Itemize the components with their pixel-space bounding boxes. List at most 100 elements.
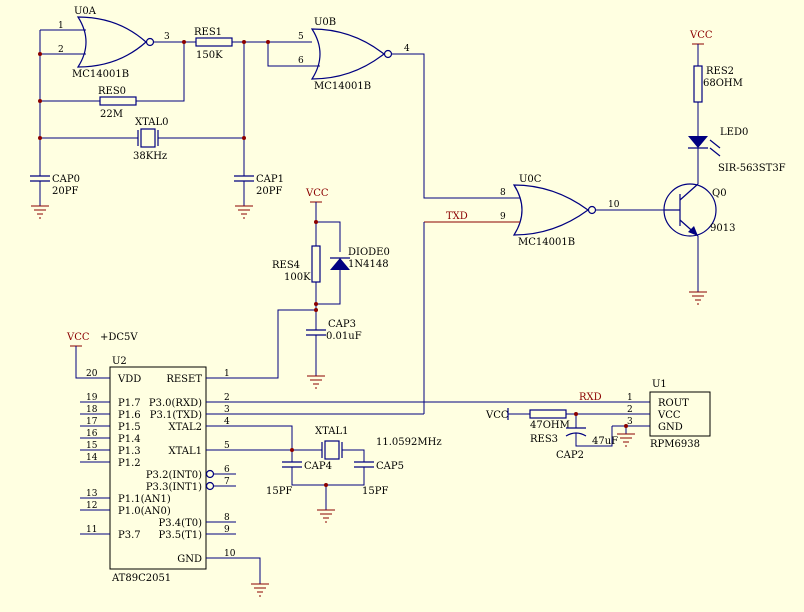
u0a-pin1: 1 [58,21,64,31]
res2-ref: RES2 [706,66,734,77]
res4-value: 100K [284,272,311,283]
ground-q0 [689,291,707,305]
u2-pin-label: VDD [117,374,141,385]
ground-cap1 [235,205,253,219]
u2-right-pins: 1RESET2P3.0(RXD)3P3.1(TXD)4XTAL25XTAL16P… [146,369,236,565]
u0c-pin9: 9 [500,212,506,222]
junction [242,136,246,140]
res0-ref: RES0 [98,86,126,97]
u2-pin-number: 6 [224,465,230,475]
capacitor-cap0 [30,175,50,206]
transistor-q0 [663,183,717,237]
u1-pin-label: VCC [657,410,681,421]
u2-pin-label: GND [177,554,202,565]
u0c-pin10: 10 [608,200,620,210]
resistor-res4 [311,245,321,283]
ground-xtal1 [317,509,335,523]
u2-pin-number: 3 [224,405,230,415]
vcc-led-label: VCC [689,30,713,41]
cap2-ref: CAP2 [556,450,584,461]
u0c-part: MC14001B [518,237,575,248]
crystal-xtal1 [236,440,365,462]
resistor-res3 [529,409,567,419]
u0b-pin5: 5 [298,32,304,42]
u2-part: AT89C2051 [111,573,171,584]
wire-reset [236,309,316,379]
cap1-ref: CAP1 [256,174,284,185]
junction [290,448,294,452]
xtal1-value: 11.0592MHz [376,437,442,448]
u2-pin-label: P1.2 [118,458,141,469]
ground-u1 [617,433,635,447]
cap3-ref: CAP3 [328,319,356,330]
u2-pin-label: P3.3(INT1) [146,482,202,493]
q0-ref: Q0 [712,188,727,199]
u2-pin-number: 5 [224,441,230,451]
u2-pin-number: 8 [224,513,230,523]
res4-ref: RES4 [272,260,300,271]
junction [266,40,270,44]
u2-pin-number: 2 [224,393,230,403]
txd-net-label: TXD [446,211,468,222]
u2-pin-number: 10 [224,549,236,559]
u1-pin-number: 2 [627,405,633,415]
vcc-reset-label: VCC [305,188,329,199]
u2-pin-number: 17 [86,417,98,427]
junctions [38,40,628,487]
u2-pin-label: P1.1(AN1) [118,494,171,505]
junction [38,136,42,140]
u2-pin-label: P1.3 [118,446,141,457]
wire-u0b-in6 [267,42,320,67]
u0b-part: MC14001B [314,81,371,92]
u2-pin-label: P1.5 [118,422,141,433]
u0a-ref: U0A [74,6,97,17]
led0-ref: LED0 [720,127,748,138]
wire-u0b-out [392,53,520,199]
u1-pin-label: GND [658,422,683,433]
nor-gate-u0b [310,28,393,80]
junction [38,52,42,56]
junction [324,483,328,487]
u2-pin-label: P1.6 [118,410,141,421]
resistor-res2 [693,65,703,103]
res3-ref: RES3 [530,434,558,445]
capacitor-cap5 [354,461,374,468]
u1-pin-number: 3 [627,417,633,427]
u2-pin-number: 4 [224,417,230,427]
res3-value: 47OHM [530,420,570,431]
u2-pin-number: 15 [86,441,98,451]
u0b-pin4: 4 [404,44,410,54]
ground-u2 [251,583,269,597]
junction [314,220,318,224]
xtal0-ref: XTAL0 [135,117,168,128]
res0-value: 22M [100,109,123,120]
capacitor-cap1 [234,175,254,206]
diode-diode0 [330,257,350,270]
wire-xtal2 [236,425,293,450]
capacitor-cap4 [282,461,302,468]
u1-ref: U1 [652,379,667,390]
crystal-xtal0 [40,128,244,148]
led-led0 [688,136,721,157]
dc5v-label: +DC5V [100,332,138,343]
u1-part: RPM6938 [650,439,700,450]
u0a-pin2: 2 [58,45,64,55]
res2-value: 68OHM [703,78,743,89]
junction [624,424,628,428]
u2-pin-label: P1.4 [118,434,141,445]
diode0-ref: DIODE0 [348,247,390,258]
u0c-ref: U0C [519,174,542,185]
u0a-pin3: 3 [164,32,170,42]
resistor-res1 [195,37,233,47]
u2-pin-label: P3.4(T0) [159,518,203,529]
nor-gate-u0a [76,16,155,68]
u0a-part: MC14001B [72,69,129,80]
u2-pin-number: 13 [86,489,98,499]
wire-diode-top [316,221,341,252]
rxd-net-label: RXD [579,392,602,403]
u2-pin-label: P3.2(INT0) [146,470,202,481]
u1-pin-number: 1 [627,393,633,403]
ir-receiver-u1-body [649,391,711,437]
